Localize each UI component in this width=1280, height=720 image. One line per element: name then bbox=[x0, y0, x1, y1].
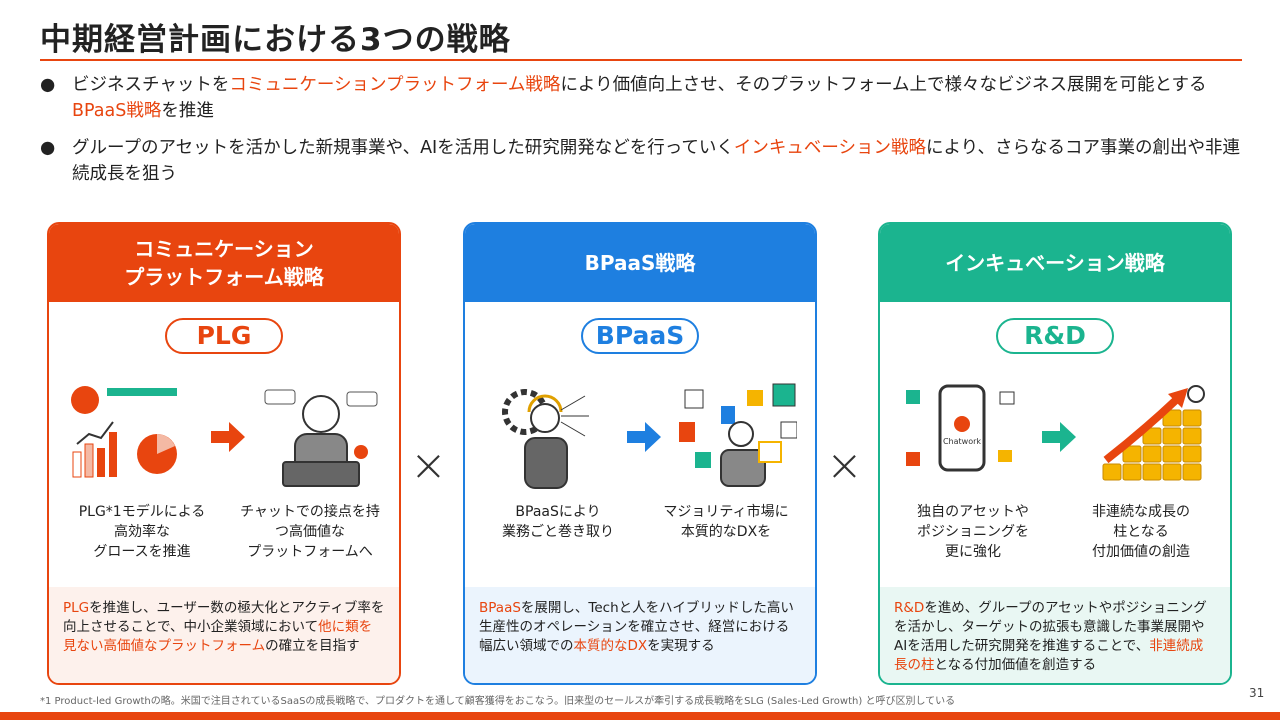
strategy-card-communication: コミュニケーション プラットフォーム戦略 PLG PLG*1モデルによる 高効率… bbox=[47, 222, 401, 685]
strategy-card-incubation: インキュベーション戦略 R&D Chatwork 独自のアセットや ポジショニン… bbox=[878, 222, 1232, 685]
bullet-dot: ● bbox=[40, 138, 56, 158]
arrow-right-icon bbox=[1042, 422, 1076, 452]
caption-left: PLG*1モデルによる 高効率な グロースを推進 bbox=[78, 504, 206, 560]
card-summary: BPaaSを展開し、Techと人をハイブリッドした高い生産性のオペレーションを確… bbox=[465, 587, 815, 683]
bottom-accent-bar bbox=[0, 712, 1280, 720]
page-number: 31 bbox=[1249, 686, 1265, 700]
chat-user-illustration bbox=[261, 382, 381, 492]
card-pill-label: PLG bbox=[165, 318, 283, 354]
caption-right: チャットでの接点を持 つ高価値な プラットフォームへ bbox=[240, 504, 380, 560]
growth-blocks-illustration bbox=[1092, 382, 1212, 492]
phone-logo-text: Chatwork bbox=[943, 437, 981, 446]
caption-right: マジョリティ市場に 本質的なDXを bbox=[663, 504, 789, 540]
smartphone-illustration: Chatwork bbox=[900, 382, 1020, 492]
arrow-right-icon bbox=[211, 422, 245, 452]
card-header: BPaaS戦略 bbox=[465, 224, 815, 302]
bullet-dot: ● bbox=[40, 75, 56, 95]
times-icon: × bbox=[410, 440, 447, 491]
bullet-item: ● ビジネスチャットをコミュニケーションプラットフォーム戦略により価値向上させ、そ… bbox=[40, 72, 1240, 124]
card-header: インキュベーション戦略 bbox=[880, 224, 1230, 302]
bullet-list: ● ビジネスチャットをコミュニケーションプラットフォーム戦略により価値向上させ、そ… bbox=[40, 72, 1240, 198]
title-divider bbox=[40, 59, 1242, 61]
growth-chart-illustration bbox=[69, 382, 189, 492]
caption-left: BPaaSにより 業務ごと巻き取り bbox=[502, 504, 614, 540]
bullet-text: グループのアセットを活かした新規事業や、AIを活用した研究開発などを行っていくイ… bbox=[72, 138, 1240, 184]
operator-illustration bbox=[485, 382, 605, 492]
page-title: 中期経営計画における3つの戦略 bbox=[40, 22, 511, 58]
footnote: *1 Product-led Growthの略。米国で注目されているSaaSの成… bbox=[40, 696, 956, 707]
bullet-text: ビジネスチャットをコミュニケーションプラットフォーム戦略により価値向上させ、その… bbox=[72, 75, 1207, 121]
card-pill-label: R&D bbox=[996, 318, 1114, 354]
card-header: コミュニケーション プラットフォーム戦略 bbox=[49, 224, 399, 302]
times-icon: × bbox=[826, 440, 863, 491]
caption-right: 非連続な成長の 柱となる 付加価値の創造 bbox=[1092, 504, 1190, 560]
card-pill-label: BPaaS bbox=[581, 318, 699, 354]
bullet-item: ● グループのアセットを活かした新規事業や、AIを活用した研究開発などを行っていく… bbox=[40, 135, 1240, 187]
card-summary: R&Dを進め、グループのアセットやポジショニングを活かし、ターゲットの拡張も意識… bbox=[880, 587, 1230, 683]
dx-worker-illustration bbox=[677, 382, 798, 492]
card-summary: PLGを推進し、ユーザー数の極大化とアクティブ率を向上させることで、中小企業領域… bbox=[49, 587, 399, 683]
caption-left: 独自のアセットや ポジショニングを 更に強化 bbox=[917, 504, 1029, 560]
arrow-right-icon bbox=[627, 422, 661, 452]
strategy-card-bpaas: BPaaS戦略 BPaaS BPaaSにより 業務ごと巻き取り マジョリティ市場… bbox=[463, 222, 817, 685]
